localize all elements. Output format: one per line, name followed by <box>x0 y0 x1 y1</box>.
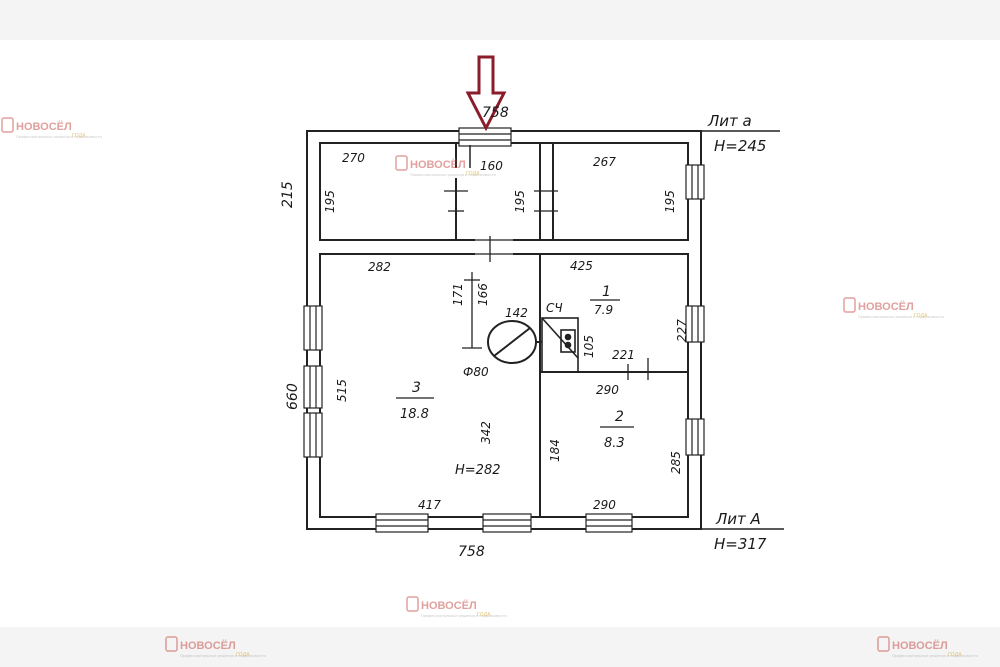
inner-height: Н=282 <box>455 463 500 478</box>
svg-text:Профессиональные решения в нед: Профессиональные решения в недвижимости <box>180 654 266 658</box>
walls <box>306 130 702 530</box>
svg-text:ГОДА: ГОДА <box>72 133 86 139</box>
window-left-3 <box>303 412 323 458</box>
leader-lines <box>469 130 784 530</box>
svg-text:Профессиональные решения в нед: Профессиональные решения в недвижимости <box>892 654 978 658</box>
window-top <box>458 127 512 147</box>
lit-a-label: Лит а <box>707 112 752 130</box>
dimension-labels: 758 270 160 267 195 195 195 215 282 425 … <box>280 105 689 560</box>
outer-wall <box>306 130 702 530</box>
svg-text:НОВОСЁЛ: НОВОСЁЛ <box>410 158 466 171</box>
watermark-logo: НОВОСЁЛ Профессиональные решения в недви… <box>406 596 507 618</box>
dim-room-3-bottom: 417 <box>418 498 441 512</box>
dim-veranda-room-2-depth: 195 <box>513 190 527 213</box>
cooker <box>541 317 579 373</box>
dim-veranda-depth: 215 <box>280 181 296 208</box>
windows <box>303 127 705 533</box>
room-3-number: 3 <box>412 380 421 396</box>
cooker-box <box>541 317 579 373</box>
watermark-logo: НОВОСЁЛ Профессиональные решения в недви… <box>1 117 102 139</box>
watermark-logo: НОВОСЁЛ Профессиональные решения в недви… <box>877 636 978 658</box>
stove <box>487 320 542 364</box>
room-2-number: 2 <box>615 409 624 425</box>
dim-room-2-right: 285 <box>669 451 683 474</box>
door-veranda-1 <box>444 168 468 212</box>
svg-text:ГОДА: ГОДА <box>466 171 480 177</box>
svg-text:НОВОСЁЛ: НОВОСЁЛ <box>16 120 72 133</box>
dim-room-3-top: 282 <box>368 260 391 274</box>
stove-diagonal <box>493 327 531 357</box>
dim-door-b: 166 <box>476 283 490 306</box>
dim-partition: 221 <box>612 348 635 362</box>
watermark-logo: НОВОСЁЛ Профессиональные решения в недви… <box>165 636 266 658</box>
svg-text:ГОДА: ГОДА <box>236 652 250 658</box>
dim-room-1-right: 227 <box>675 319 689 342</box>
dim-door-a: 171 <box>451 283 465 306</box>
svg-text:Профессиональные решения в нед: Профессиональные решения в недвижимости <box>16 135 102 139</box>
window-left-1 <box>303 305 323 351</box>
svg-text:НОВОСЁЛ: НОВОСЁЛ <box>180 639 236 652</box>
room-labels: 1 7.9 2 8.3 3 18.8 <box>396 284 634 451</box>
window-bottom-2 <box>482 513 532 533</box>
lit-a-main-height: Н=317 <box>714 535 767 553</box>
svg-text:НОВОСЁЛ: НОВОСЁЛ <box>421 599 477 612</box>
svg-text:Профессиональные решения в нед: Профессиональные решения в недвижимости <box>421 614 507 618</box>
dim-overall-width-bottom: 758 <box>458 544 485 560</box>
window-veranda-right <box>685 164 705 200</box>
door-room-3 <box>462 272 482 349</box>
room-3-area: 18.8 <box>400 407 429 422</box>
veranda-inner-wall <box>319 142 689 241</box>
watermark-logo: НОВОСЁЛ Профессиональные решения в недви… <box>395 155 496 177</box>
window-right-2 <box>685 418 705 456</box>
lit-a-height: Н=245 <box>714 137 766 155</box>
house-inner-wall <box>319 253 689 518</box>
dim-veranda-room-3-width: 267 <box>593 155 616 169</box>
svg-text:ГОДА: ГОДА <box>948 652 962 658</box>
svg-text:ГОДА: ГОДА <box>477 612 491 618</box>
dim-room-2-top: 290 <box>596 383 619 397</box>
door-veranda-2 <box>534 190 558 212</box>
dim-room-1-top: 425 <box>570 259 593 273</box>
dim-overall-width-top: 758 <box>482 105 509 121</box>
building-labels: Лит а Н=245 Лит А Н=317 <box>707 112 767 553</box>
window-bottom-1 <box>375 513 429 533</box>
dim-veranda-room-1-width: 270 <box>342 151 365 165</box>
room-2-area: 8.3 <box>604 436 625 451</box>
room-1-area: 7.9 <box>594 303 613 317</box>
door-room-2 <box>615 358 668 380</box>
dim-room-2-left: 184 <box>548 439 562 462</box>
dim-room-2-bottom: 290 <box>593 498 616 512</box>
room-1-number: 1 <box>602 284 611 300</box>
pointer-arrow <box>465 55 507 132</box>
dim-veranda-room-1-depth: 195 <box>323 190 337 213</box>
cooker-label: СЧ <box>546 301 563 315</box>
svg-text:НОВОСЁЛ: НОВОСЁЛ <box>858 300 914 313</box>
window-right-1 <box>685 305 705 343</box>
lit-a-main-label: Лит А <box>715 510 761 528</box>
window-left-2 <box>303 365 323 409</box>
door-veranda-house <box>475 236 513 262</box>
dim-overall-depth: 660 <box>285 383 301 410</box>
watermarks: НОВОСЁЛ Профессиональные решения в недви… <box>1 117 978 658</box>
watermark-logo: НОВОСЁЛ Профессиональные решения в недви… <box>843 297 944 319</box>
svg-text:Профессиональные решения в нед: Профессиональные решения в недвижимости <box>858 315 944 319</box>
doors <box>444 168 668 380</box>
dim-room-3-inner: 342 <box>479 421 493 444</box>
window-bottom-3 <box>585 513 633 533</box>
dim-stove-width: 142 <box>505 306 528 320</box>
dim-room-3-height: 515 <box>335 379 349 402</box>
svg-text:ГОДА: ГОДА <box>914 313 928 319</box>
dim-veranda-room-3-depth: 195 <box>663 190 677 213</box>
svg-text:НОВОСЁЛ: НОВОСЁЛ <box>892 639 948 652</box>
dim-veranda-room-2-width: 160 <box>480 159 503 173</box>
dim-cooker-depth: 105 <box>582 335 596 358</box>
svg-text:Профессиональные решения в нед: Профессиональные решения в недвижимости <box>410 173 496 177</box>
dim-stove-diameter: Ф80 <box>463 365 489 379</box>
